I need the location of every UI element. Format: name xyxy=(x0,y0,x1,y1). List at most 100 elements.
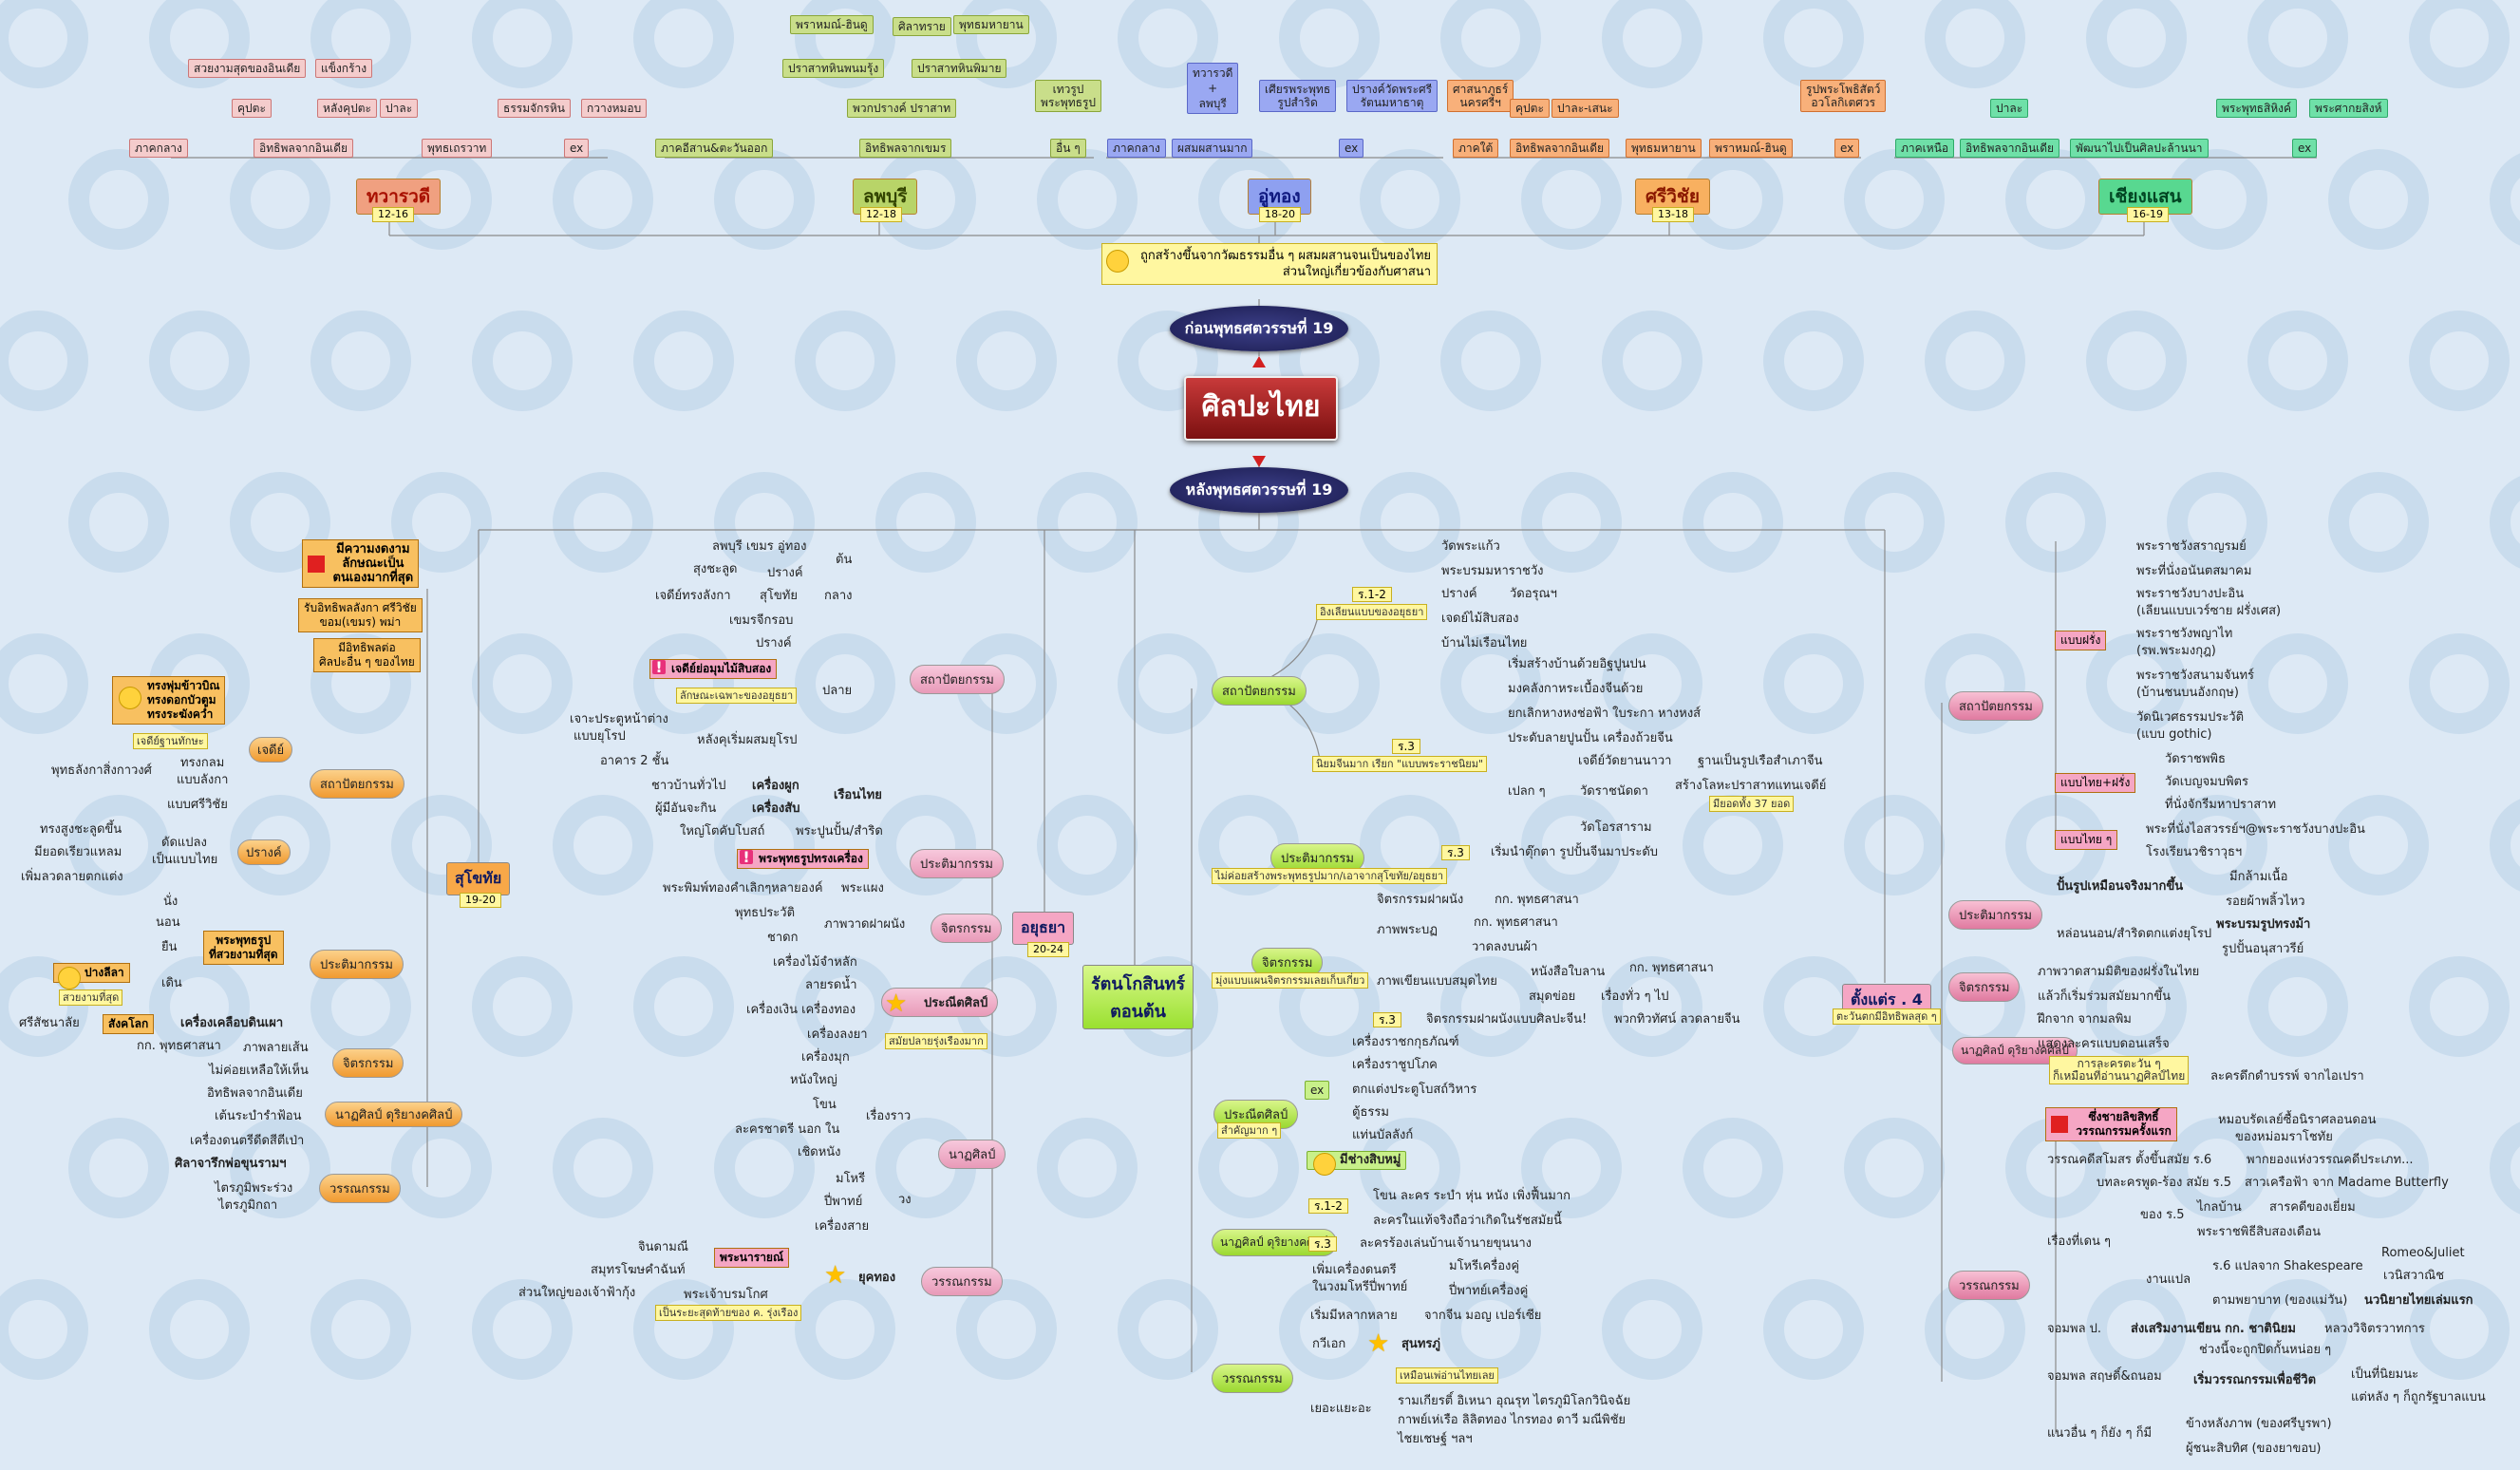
r4-d5: ละครดึกดำบรรพ์ จากไอเปรา xyxy=(2210,1069,2364,1084)
r4-western[interactable]: แบบฝรั่ง xyxy=(2055,631,2107,650)
era-chiangsaen[interactable]: เชียงแสน xyxy=(2098,179,2192,215)
ay-d3: เรื่องราว xyxy=(866,1109,912,1123)
uthong-ex[interactable]: ex xyxy=(1339,139,1364,158)
red-flag-icon xyxy=(308,555,325,573)
ring-decoration xyxy=(956,0,1057,88)
lopburi-mahayana: พุทธมหายาน xyxy=(953,15,1029,34)
srivijaya-mahayana[interactable]: พุทธมหายาน xyxy=(1626,139,1702,158)
ay-c1: เครื่องไม้จำหลัก xyxy=(773,955,857,970)
ayutthaya-crafts[interactable]: ประณีตศิลป์ xyxy=(881,988,999,1017)
r4-p1: ภาพวาดสามมิติของฝรั่งในไทย xyxy=(2038,965,2200,979)
sukhothai-lit-2: ไตรภูมิพระร่วง xyxy=(215,1181,293,1196)
rt-a3: ปรางค์ xyxy=(1441,587,1477,601)
r4-literature[interactable]: วรรณกรรม xyxy=(1948,1271,2030,1300)
ayutthaya-drama[interactable]: นาฏศิลป์ xyxy=(938,1140,1006,1169)
ratana-r3: ร.3 xyxy=(1392,739,1420,754)
r4-sculpture[interactable]: ประติมากรรม xyxy=(1948,900,2042,930)
rt-a10: ประดับลายปูนปั้น เครื่องถ้วยจีน xyxy=(1508,731,1673,745)
sukhothai-painting[interactable]: จิตรกรรม xyxy=(332,1048,404,1078)
sukhothai-buddha-l1: พระพุทธรูป xyxy=(216,933,272,947)
rt-ex[interactable]: ex xyxy=(1305,1081,1330,1100)
sukhothai-f4: รับอิทธิพลลังกา ศรีวิชัย xyxy=(304,601,417,614)
ratana-sculpture[interactable]: ประติมากรรม xyxy=(1270,843,1364,873)
sukhothai-sculpture[interactable]: ประติมากรรม xyxy=(310,950,404,979)
ring-decoration xyxy=(391,1118,492,1218)
ratana-architecture[interactable]: สถาปัตยกรรม xyxy=(1212,676,1307,706)
r4-s2: มีกล้ามเนื้อ xyxy=(2229,870,2288,884)
r4-l2: วรรณกรรมครั้งแรก xyxy=(2076,1124,2172,1138)
r4-l17: เวนิสวาณิช xyxy=(2383,1269,2445,1283)
r4-architecture[interactable]: สถาปัตยกรรม xyxy=(1948,691,2043,721)
era-ayutthaya[interactable]: อยุธยา xyxy=(1012,912,1075,945)
chiangsaen-north[interactable]: ภาคเหนือ xyxy=(1895,139,1955,158)
after-19th-century-node[interactable]: หลังพุทธศตวรรษที่ 19 xyxy=(1170,467,1348,513)
central-topic[interactable]: ศิลปะไทย xyxy=(1184,376,1338,441)
era-rattanakosin[interactable]: รัตนโกสินทร์ ตอนต้น xyxy=(1082,965,1194,1029)
sukhothai-paint-1: กก. พุทธศาสนา xyxy=(137,1039,221,1053)
r4-thai[interactable]: แบบไทย ๆ xyxy=(2055,830,2118,850)
r4-l20: จอมพล ป. xyxy=(2047,1322,2102,1336)
ayutthaya-sculpture[interactable]: ประติมากรรม xyxy=(910,849,1004,878)
era-srivijaya[interactable]: ศรีวิชัย xyxy=(1635,179,1710,215)
lopburi-northeast-east[interactable]: ภาคอีสาน&ตะวันออก xyxy=(655,139,774,158)
chiangsaen-india-influence[interactable]: อิทธิพลจากอินเดีย xyxy=(1960,139,2060,158)
ring-decoration xyxy=(1844,795,1945,895)
ring-decoration xyxy=(149,956,250,1057)
r4-l19: นวนิยายไทยเล่มแรก xyxy=(2364,1293,2473,1308)
rt-p1: จิตรกรรมฝาผนัง xyxy=(1377,893,1464,907)
ring-decoration xyxy=(714,149,815,250)
lopburi-others[interactable]: อื่น ๆ xyxy=(1050,139,1086,158)
sukhothai-drama[interactable]: นาฏศิลป์ ดุริยางคศิลป์ xyxy=(325,1102,463,1127)
before-19th-century-node[interactable]: ก่อนพุทธศตวรรษที่ 19 xyxy=(1170,306,1348,351)
r4-painting[interactable]: จิตรกรรม xyxy=(1948,972,2021,1002)
ay-a19: เรือนไทย xyxy=(834,788,882,802)
srivijaya-brahmin[interactable]: พราหมณ์-ฮินดู xyxy=(1709,139,1793,158)
srivijaya-south[interactable]: ภาคใต้ xyxy=(1453,139,1499,158)
ratana-painting[interactable]: จิตรกรรม xyxy=(1251,948,1324,977)
r4-d3: การละครตะวัน ๆ xyxy=(2077,1057,2161,1070)
ayutthaya-architecture[interactable]: สถาปัตยกรรม xyxy=(910,665,1005,694)
srivijaya-india-influence[interactable]: อิทธิพลจากอินเดีย xyxy=(1510,139,1610,158)
era-sukhothai[interactable]: สุโขทัย xyxy=(446,862,511,895)
sukhothai-paint-2: ภาพลายเส้น xyxy=(243,1041,309,1055)
dvaravati-india-influence[interactable]: อิทธิพลจากอินเดีย xyxy=(254,139,354,158)
rt-p12: จิตรกรรมฝาผนังแบบศิลปะจีน! xyxy=(1426,1012,1588,1027)
ayutthaya-painting[interactable]: จิตรกรรม xyxy=(931,914,1003,943)
uthong-central[interactable]: ภาคกลาง xyxy=(1107,139,1166,158)
rt-a14: วัดราชนัดดา xyxy=(1580,784,1648,799)
ay-a15: หลังคุเริ่มผสมยุโรป xyxy=(697,733,798,747)
rt-p8: กก. พุทธศาสนา xyxy=(1629,961,1714,975)
ring-decoration xyxy=(2247,311,2348,411)
rt-l5: เหมือนเพ่อ่านไทยเลย xyxy=(1396,1367,1498,1384)
ay-d7: ปี่พาทย์ xyxy=(824,1195,863,1209)
rt-d8: มโหรีเครื่องคู่ xyxy=(1449,1259,1520,1273)
sukhothai-chedi[interactable]: เจดีย์ xyxy=(249,737,293,763)
sukhothai-architecture[interactable]: สถาปัตยกรรม xyxy=(310,769,404,799)
lopburi-khmer-influence[interactable]: อิทธิพลจากเขมร xyxy=(859,139,952,158)
sukhothai-prang[interactable]: ปรางค์ xyxy=(237,839,291,865)
sukhothai-literature[interactable]: วรรณกรรม xyxy=(319,1174,401,1203)
r4-thai-western[interactable]: แบบไทย+ฝรั่ง xyxy=(2055,773,2136,793)
rt-c3: ตกแต่งประตูโบสถ์วิหาร xyxy=(1352,1083,1477,1097)
uthong-mixed[interactable]: ผสมผสานมาก xyxy=(1172,139,1253,158)
rt-p9: สมุดข่อย xyxy=(1529,989,1576,1004)
r4-l23: ช่วงนี้จะถูกปิดกั้นหน่อย ๆ xyxy=(2199,1343,2332,1357)
rt-p13: พวกทิวทัศน์ ลวดลายจีน xyxy=(1614,1012,1740,1027)
chiangsaen-ex[interactable]: ex xyxy=(2292,139,2318,158)
ring-decoration xyxy=(1925,633,2025,734)
chiangsaen-lanna[interactable]: พัฒนาไปเป็นศิลปะล้านนา xyxy=(2070,139,2209,158)
ratana-literature[interactable]: วรรณกรรม xyxy=(1212,1364,1293,1393)
lopburi-sandstone: ศิลาทราย xyxy=(893,17,951,36)
ay-l4: สมุทรโฆษคำฉันท์ xyxy=(591,1263,686,1277)
dvaravati-central[interactable]: ภาคกลาง xyxy=(129,139,188,158)
dvaravati-ex[interactable]: ex xyxy=(564,139,590,158)
r4-l14: งานแปล xyxy=(2146,1272,2191,1287)
rt-d6: เพิ่มเครื่องดนตรี xyxy=(1312,1263,1397,1277)
r4-l11: ไกลบ้าน xyxy=(2197,1200,2242,1215)
sukhothai-sangkhalok: สังคโลก xyxy=(103,1014,155,1034)
ayutthaya-literature[interactable]: วรรณกรรม xyxy=(921,1267,1003,1296)
srivijaya-ex[interactable]: ex xyxy=(1834,139,1860,158)
dvaravati-theravada[interactable]: พุทธเถรวาท xyxy=(422,139,493,158)
ay-a9: ปรางค์ xyxy=(756,636,792,650)
